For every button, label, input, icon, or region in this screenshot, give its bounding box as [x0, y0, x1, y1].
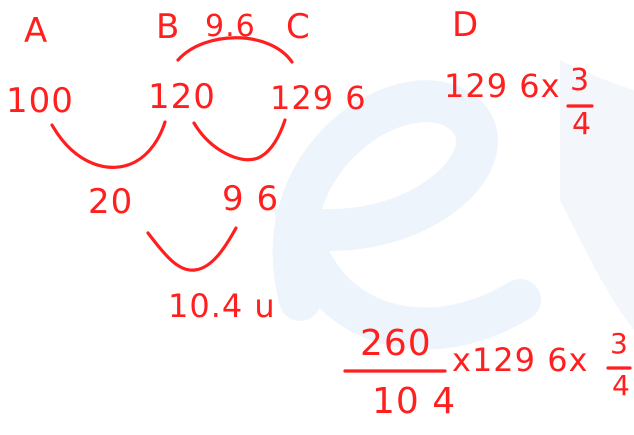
final-numerator: 260: [360, 323, 432, 364]
value-a: 100: [6, 81, 74, 121]
difference-bc: 9 6: [222, 179, 280, 219]
value-c: 129 6: [270, 79, 367, 117]
column-d-label: D: [452, 5, 480, 45]
combined-difference: 10.4 u: [168, 287, 276, 325]
arc-differences: [146, 226, 238, 272]
final-denominator: 10 4: [372, 381, 457, 422]
arc-b-c: [176, 36, 294, 64]
column-c-label: C: [286, 7, 311, 47]
difference-ab: 20: [88, 182, 134, 222]
arc-b-c-lower: [192, 118, 287, 162]
final-fraction-denominator: 4: [612, 369, 631, 402]
final-multiplier: x129 6x: [452, 341, 589, 379]
final-fraction-numerator: 3: [610, 327, 629, 360]
step-d-denominator: 4: [572, 107, 593, 142]
value-b: 120: [148, 77, 216, 117]
column-b-label: B: [156, 7, 181, 47]
step-d-numerator: 3: [570, 63, 591, 98]
column-a-label: A: [24, 11, 49, 51]
arc-a-b: [50, 120, 167, 169]
increase-label: 9.6: [205, 9, 256, 44]
step-d-base: 129 6x: [444, 67, 561, 105]
